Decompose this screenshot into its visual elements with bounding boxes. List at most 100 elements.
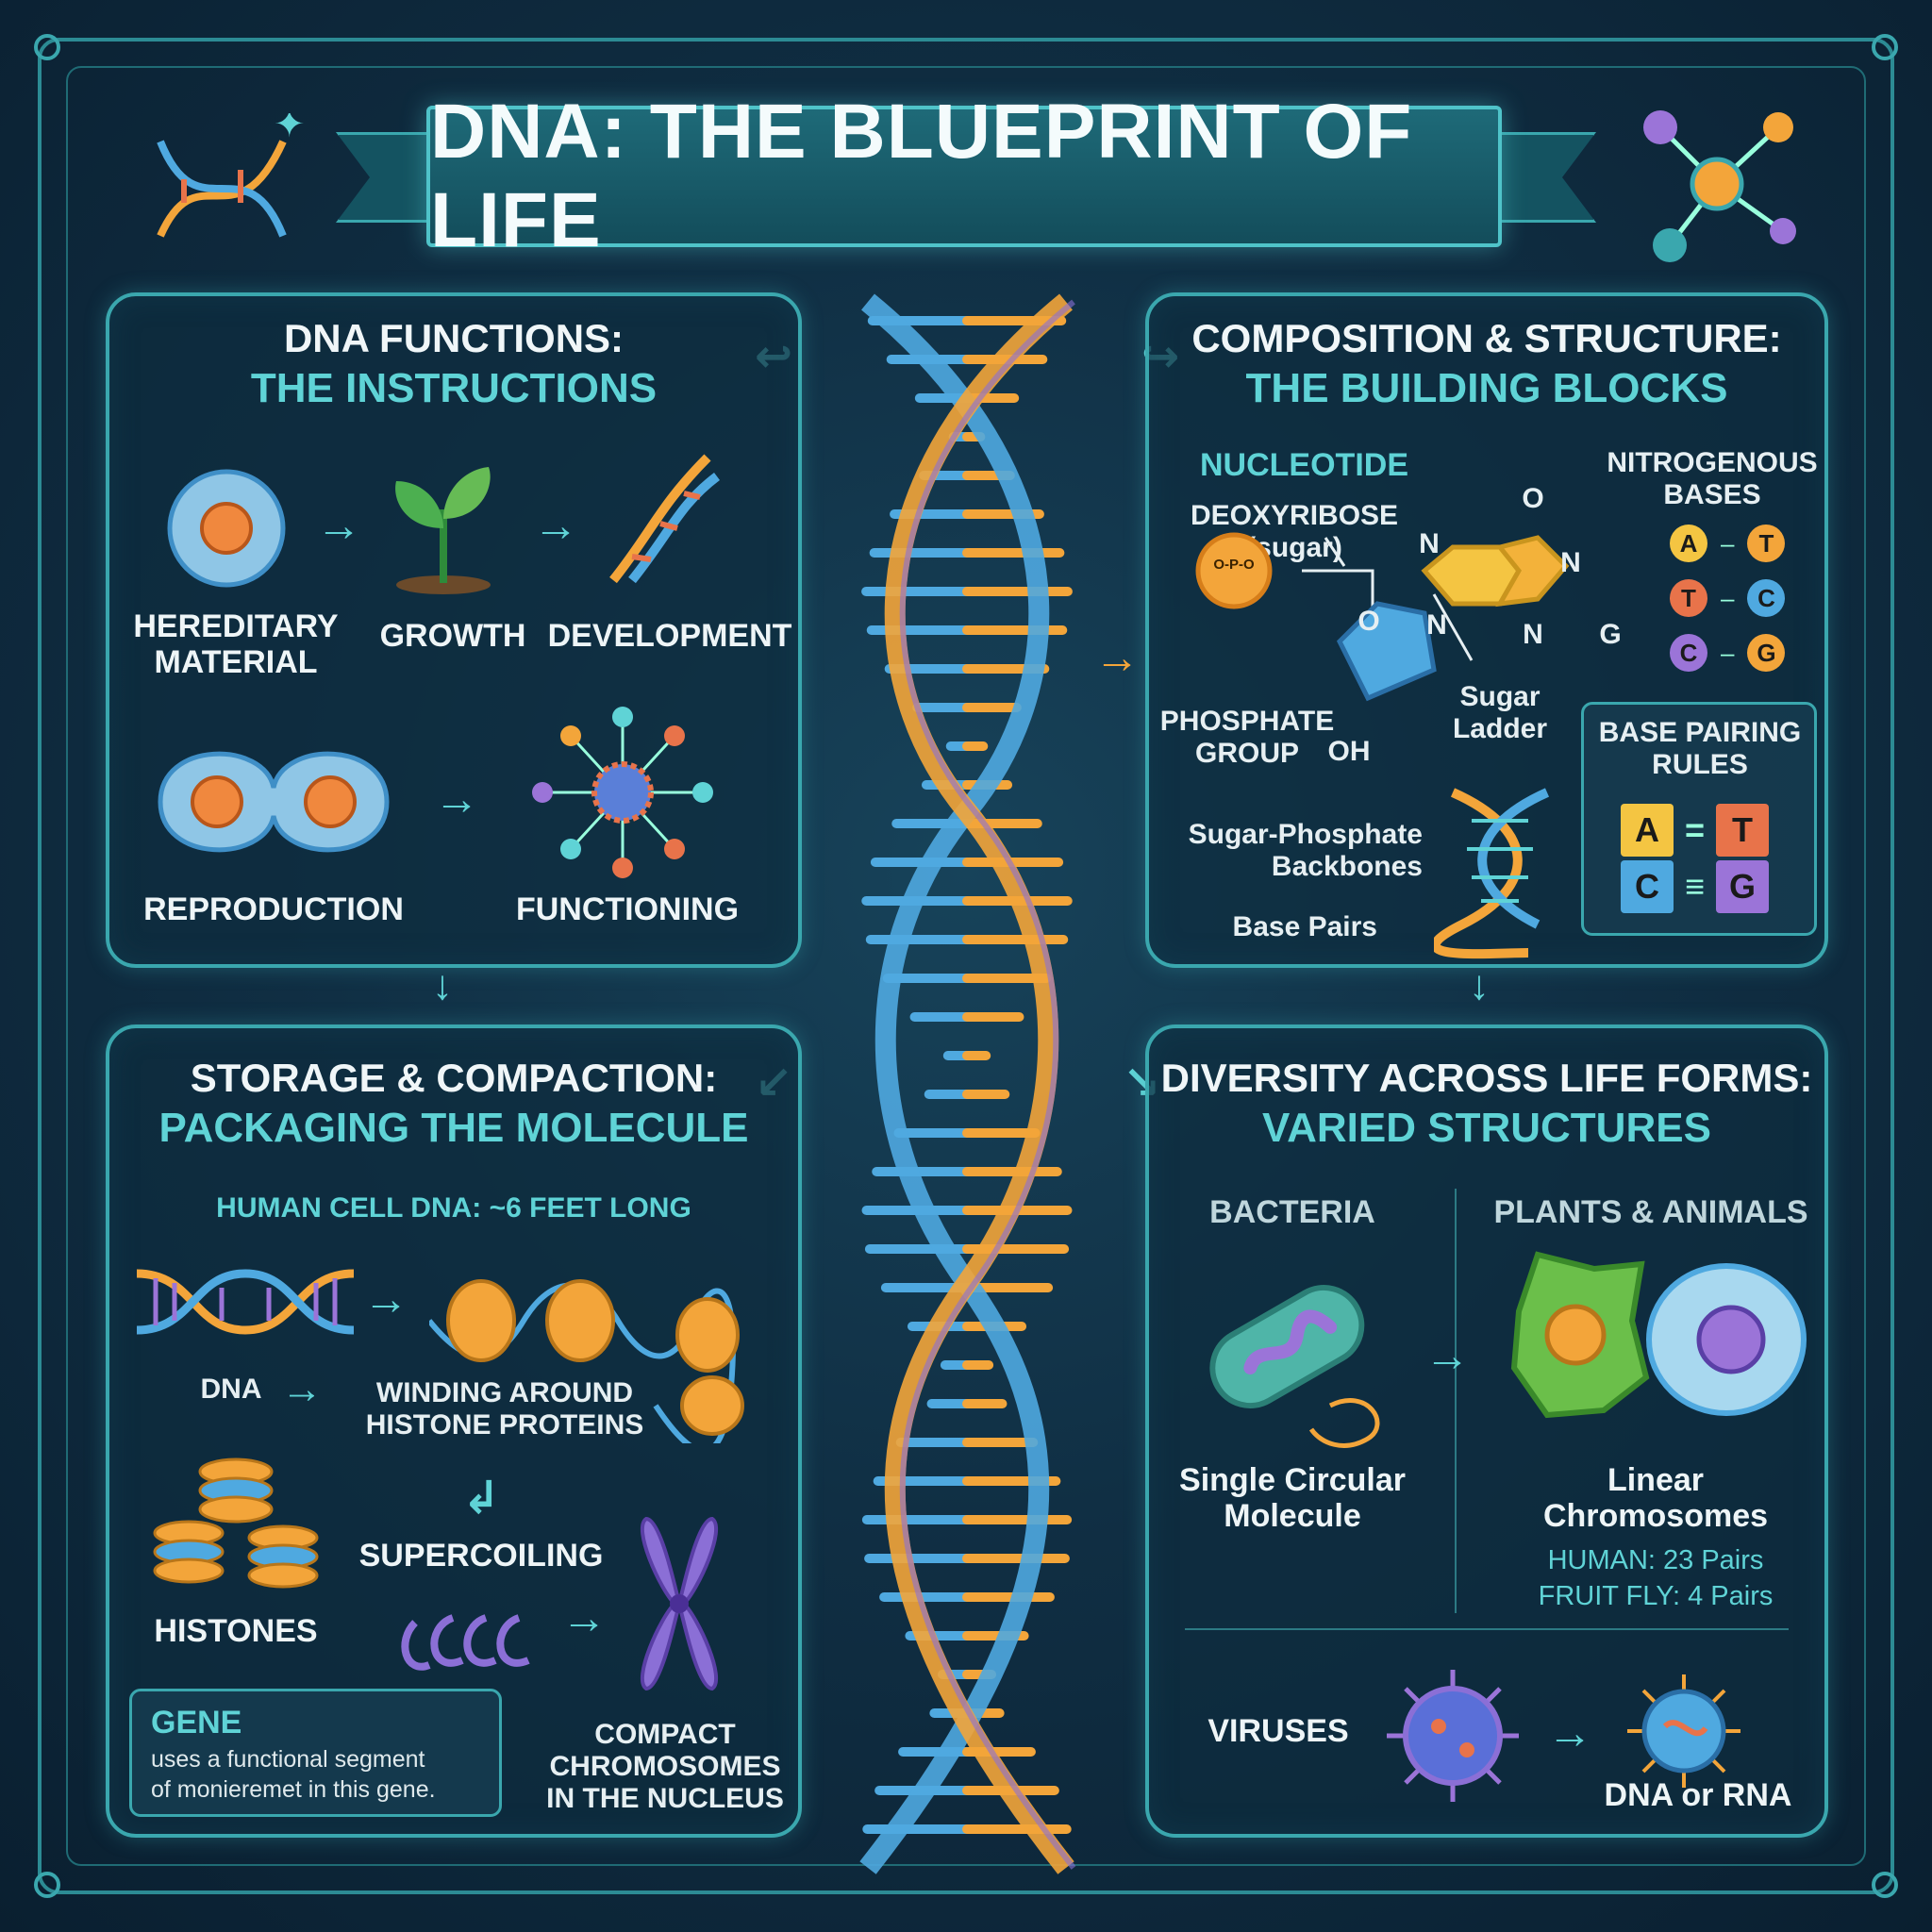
hereditary-label: HEREDITARY MATERIAL [133, 608, 339, 680]
composition-subheading: THE BUILDING BLOCKS [1245, 365, 1728, 411]
ring-oxygen-label: O [1357, 606, 1380, 637]
nitrogen-label: N [1560, 547, 1581, 578]
oxygen-label: O [1522, 483, 1544, 514]
dna-or-rna-label: DNA or RNA [1604, 1777, 1792, 1813]
corner-ring-icon [1872, 34, 1898, 60]
svg-text:✦: ✦ [274, 113, 306, 145]
composition-heading: COMPOSITION & STRUCTURE: [1191, 316, 1782, 360]
functions-heading: DNA FUNCTIONS: [283, 316, 625, 360]
human-dna-length: HUMAN CELL DNA: ~6 FEET LONG [216, 1192, 691, 1224]
reproduction-label: REPRODUCTION [143, 891, 404, 927]
supercoiling-label: SUPERCOILING [358, 1538, 604, 1574]
dna-double-helix-icon [137, 1269, 354, 1335]
supercoil-icon [401, 1614, 530, 1671]
outer-frame [38, 38, 1894, 1894]
growth-label: GROWTH [379, 618, 526, 654]
tile-g: G [1716, 860, 1770, 913]
gene-title: GENE [151, 1705, 242, 1740]
arrow-right-icon: → [561, 1593, 607, 1643]
base-g: G [1747, 634, 1786, 672]
base-pair-list: A – T T – C C – G [1670, 525, 1786, 672]
dividing-cell-icon [158, 751, 390, 853]
phosphate-formula: O-P-O [1213, 557, 1255, 573]
base-pairing-rules-box [1581, 702, 1817, 936]
corner-ring-icon [34, 1872, 60, 1898]
plant-cell-icon [1510, 1251, 1650, 1419]
virus-icon [1387, 1670, 1519, 1802]
divider [1455, 1189, 1457, 1613]
rule-c-g: C ≡ G [1621, 860, 1770, 913]
nucleotide-diagram [1195, 532, 1570, 702]
gene-box: GENE uses a functional segment of monier… [129, 1689, 502, 1817]
base-t: T [1670, 579, 1707, 617]
bacteria-icon [1209, 1285, 1380, 1448]
corner-ring-icon [34, 34, 60, 60]
oh-label: OH [1327, 736, 1371, 767]
arrow-right-icon: → [316, 501, 361, 551]
human-pairs-label: HUMAN: 23 Pairs [1547, 1545, 1764, 1575]
backbones-label: Sugar-Phosphate Backbones [1188, 819, 1423, 882]
gene-text: uses a functional segment of monieremet … [151, 1746, 436, 1803]
inner-frame [66, 66, 1866, 1866]
nucleosome-winding-icon [429, 1279, 744, 1443]
title-banner: DNA: THE BLUEPRINT OF LIFE [426, 89, 1502, 263]
tile-c: C [1621, 860, 1674, 913]
arrow-right-icon: → [434, 774, 479, 824]
corner-ring-icon [1872, 1872, 1898, 1898]
arrow-right-icon: → [1547, 1708, 1592, 1758]
nitrogen-label: N [1523, 619, 1543, 650]
central-dna-helix [859, 293, 1076, 1874]
guanine-label: G [1599, 619, 1622, 650]
divider [1185, 1628, 1789, 1630]
tile-t: T [1716, 804, 1770, 857]
arrow-right-icon: → [533, 501, 578, 551]
nitrogen-label: N [1426, 609, 1447, 641]
functions-subheading: THE INSTRUCTIONS [250, 365, 658, 411]
sprout-icon [395, 467, 491, 594]
page-title: DNA: THE BLUEPRINT OF LIFE [430, 89, 1413, 263]
storage-subheading: PACKAGING THE MOLECULE [158, 1105, 749, 1151]
base-t: T [1747, 525, 1786, 562]
histone-stack-icon [153, 1457, 319, 1589]
base-c: C [1747, 579, 1786, 617]
compact-chromosomes-label: COMPACT CHROMOSOMES IN THE NUCLEUS [546, 1719, 784, 1814]
nitrogenous-label: NITROGENOUS BASES [1607, 447, 1818, 510]
rule-a-t: A = T [1621, 804, 1770, 857]
mini-helix-icon [1434, 788, 1550, 959]
panel-functions [106, 292, 802, 968]
dna-label: DNA [200, 1374, 262, 1405]
phosphate-label: PHOSPHATE GROUP [1159, 706, 1335, 769]
arrow-down-left-icon: ↲ [462, 1474, 501, 1524]
arrow-right-icon: → [363, 1274, 408, 1324]
nucleotide-label: NUCLEOTIDE [1200, 447, 1408, 483]
chromosome-icon [640, 1516, 719, 1691]
base-pairing-rules-title: BASE PAIRING RULES [1598, 717, 1802, 780]
bacteria-label: BACTERIA [1209, 1194, 1375, 1230]
molecule-icon [1643, 110, 1796, 262]
storage-heading: STORAGE & COMPACTION: [190, 1056, 718, 1100]
animal-cell-icon [1646, 1263, 1807, 1416]
base-a: A [1670, 525, 1707, 562]
base-pairs-label: Base Pairs [1232, 911, 1377, 942]
functioning-label: FUNCTIONING [515, 891, 740, 927]
base-c: C [1670, 634, 1707, 672]
linear-chromosomes-label: Linear Chromosomes [1542, 1462, 1769, 1534]
arrow-right-icon: → [281, 1366, 323, 1412]
arrow-down-icon: ↓ [1469, 962, 1490, 1008]
nitrogen-label: N [1419, 528, 1440, 559]
virus-small-icon [1627, 1674, 1740, 1788]
diversity-heading: DIVERSITY ACROSS LIFE FORMS: [1160, 1056, 1813, 1100]
arrow-down-icon: ↓ [432, 962, 453, 1008]
histones-label: HISTONES [154, 1613, 318, 1649]
viruses-label: VIRUSES [1208, 1713, 1349, 1749]
plants-animals-label: PLANTS & ANIMALS [1493, 1194, 1808, 1230]
functioning-network-icon [532, 707, 713, 878]
tile-a: A [1621, 804, 1674, 857]
arrow-right-icon: → [1424, 1331, 1470, 1381]
sugar-ladder-label: Sugar Ladder [1452, 681, 1548, 744]
single-circular-label: Single Circular Molecule [1179, 1462, 1406, 1534]
cell-icon [167, 469, 286, 588]
deoxyribose-label: DEOXYRIBOSE (sugar) [1191, 500, 1399, 563]
dna-development-icon [609, 454, 721, 584]
fruit-fly-pairs-label: FRUIT FLY: 4 Pairs [1538, 1581, 1774, 1611]
